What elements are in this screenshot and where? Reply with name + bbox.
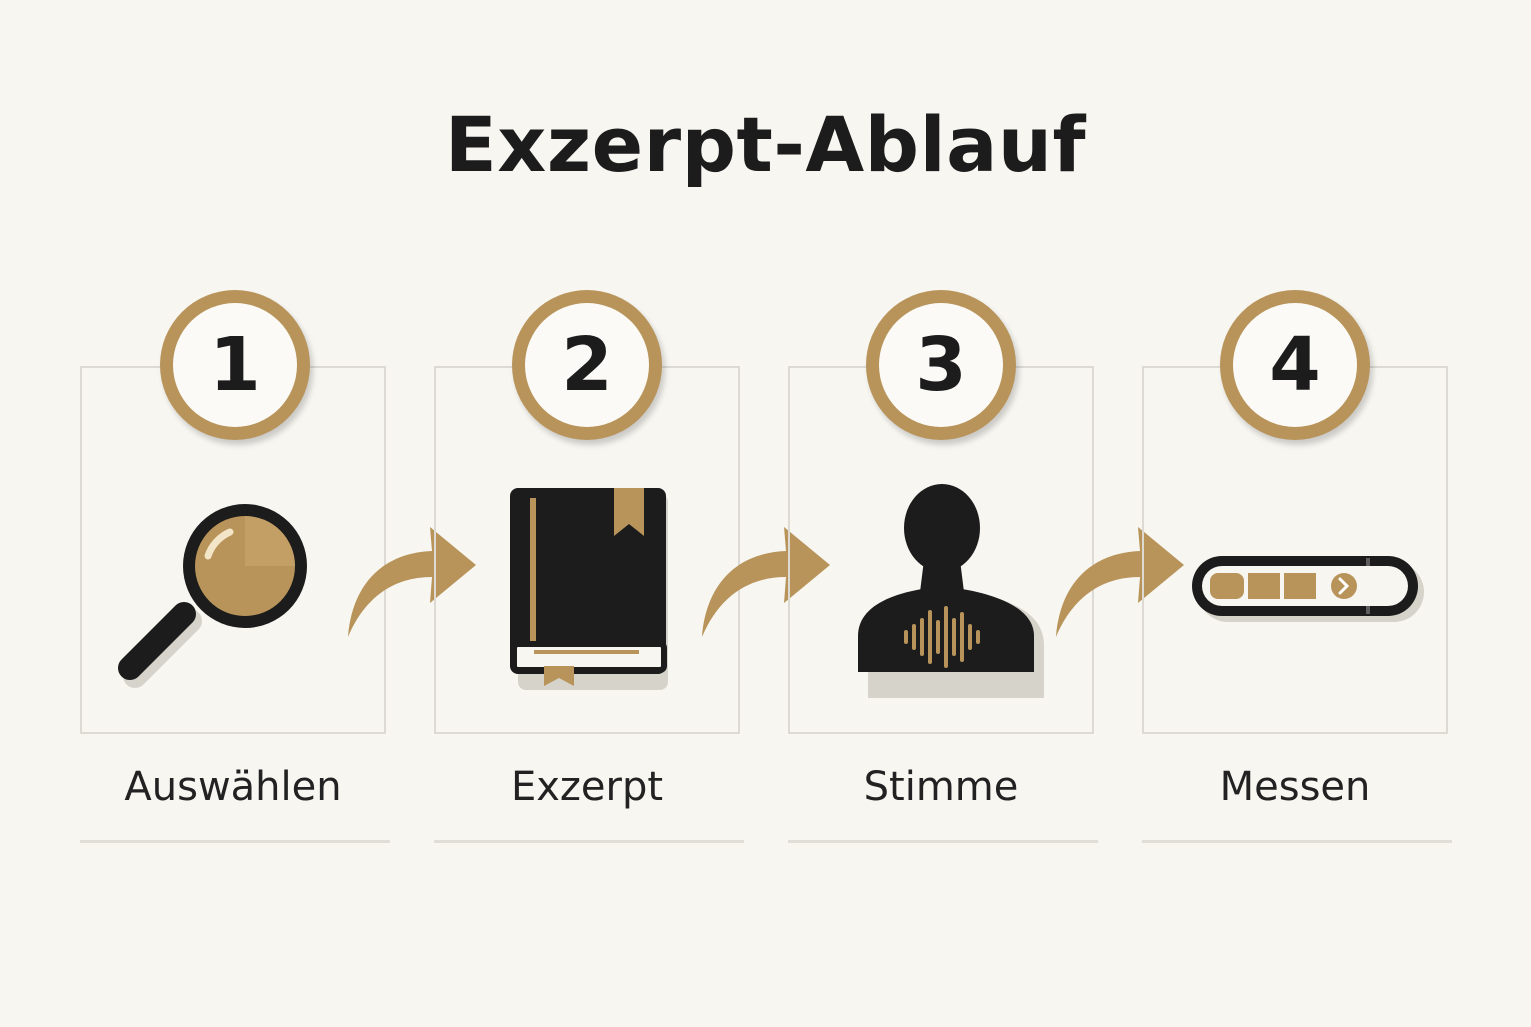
step-2-number: 2 [525,303,649,427]
step-3-number: 3 [879,303,1003,427]
step-1-label: Auswählen [124,764,342,810]
step-4-underline [1142,840,1452,843]
book-icon [510,488,668,690]
step-2-label: Exzerpt [510,764,664,810]
magnifying-glass-icon [118,504,307,688]
person-voice-icon [858,484,1044,698]
step-3-badge: 3 [866,290,1016,440]
arrow-icon [702,527,830,637]
step-4-badge: 4 [1220,290,1370,440]
step-3-label: Stimme [863,764,1019,810]
step-1-underline [80,840,390,843]
step-2-underline [434,840,744,843]
arrow-icon [1056,527,1184,637]
step-1-number: 1 [173,303,297,427]
step-4-number: 4 [1233,303,1357,427]
step-1-badge: 1 [160,290,310,440]
step-3-underline [788,840,1098,843]
step-4-label: Messen [1219,764,1371,810]
arrow-icon [348,527,476,637]
progress-bar-icon [1192,556,1424,622]
step-2-badge: 2 [512,290,662,440]
page-title: Exzerpt-Ablauf [444,100,1087,189]
